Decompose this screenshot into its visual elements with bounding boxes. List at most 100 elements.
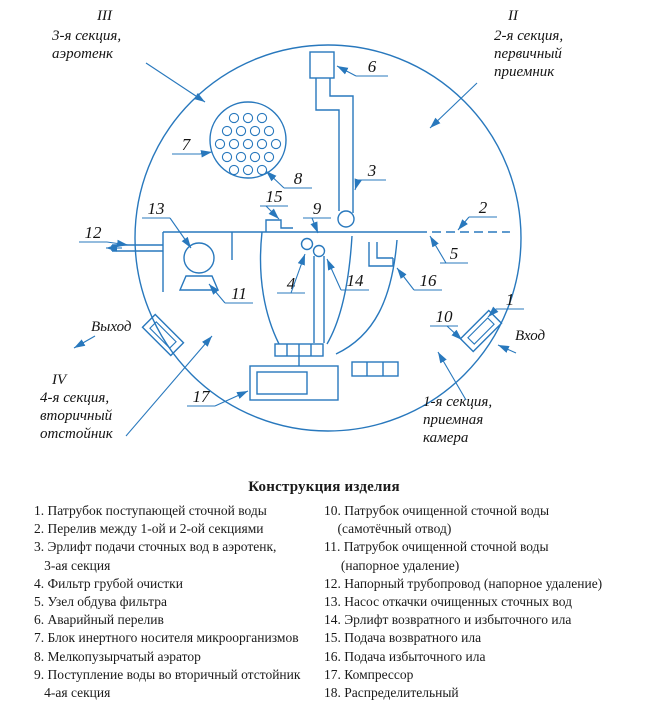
pump-circle	[183, 242, 215, 274]
callout-12: 12	[79, 223, 129, 248]
callout-10-number: 10	[436, 307, 454, 326]
legend-item: 7. Блок инертного носителя микроорганизм…	[34, 630, 299, 646]
callout-14: 14	[326, 258, 369, 291]
callout-6-number: 6	[368, 57, 377, 76]
callout-8-number: 8	[294, 169, 303, 188]
callout-7: 7	[172, 135, 213, 158]
aux-terminal-boxes	[351, 361, 399, 377]
callout-2: 2	[457, 198, 497, 231]
callout-4: 4	[277, 253, 306, 294]
airlift-pipe	[315, 78, 355, 228]
section-ii-line2: первичный	[494, 46, 562, 62]
flow-outlet-label: Выход	[73, 319, 132, 349]
callout-17-number: 17	[193, 387, 212, 406]
callout-15-number: 15	[266, 187, 283, 206]
outlet-port	[141, 313, 185, 357]
product-construction-diagram: 6 7 8 3 15 9 2	[40, 8, 563, 446]
legend-item: 17. Компрессор	[324, 666, 414, 682]
aerator-block	[209, 101, 287, 179]
callout-11-number: 11	[231, 284, 247, 303]
callout-6: 6	[336, 57, 388, 77]
legend-item: 3. Эрлифт подачи сточных вод в аэротенк,	[34, 539, 277, 555]
callout-13: 13	[142, 199, 192, 249]
callout-11: 11	[208, 283, 253, 304]
sludge-airlift-head-circle	[312, 244, 326, 258]
legend-item: 6. Аварийный перелив	[34, 612, 164, 628]
callout-9-number: 9	[313, 199, 322, 218]
callout-15: 15	[260, 187, 288, 220]
outlet-text: Выход	[91, 319, 132, 335]
callout-12-number: 12	[85, 223, 103, 242]
callout-8: 8	[265, 169, 312, 189]
section-iii-line1: 3-я секция,	[51, 28, 121, 44]
legend-column-left: 1. Патрубок поступающей сточной воды 2. …	[34, 502, 324, 702]
section-iv-line1: 4-я секция,	[40, 390, 109, 406]
legend-item: 4. Фильтр грубой очистки	[34, 575, 183, 591]
section-label-iii: III 3-я секция, аэротенк	[51, 8, 206, 103]
inlet-port	[459, 309, 503, 353]
section-i-line2: приемная	[423, 412, 483, 428]
legend-item: 4-ая секция	[34, 685, 111, 701]
legend-item: 3-ая секция	[34, 557, 111, 573]
diagram-title: Конструкция изделия	[248, 479, 400, 495]
section-iii-line2: аэротенк	[52, 46, 114, 62]
legend-column-right: 10. Патрубок очищенной сточной воды (сам…	[324, 502, 646, 702]
callout-16: 16	[396, 267, 442, 291]
section-ii-numeral: II	[507, 8, 519, 24]
callout-4-number: 4	[287, 274, 296, 293]
legend-item: 1. Патрубок поступающей сточной воды	[34, 503, 267, 518]
callout-1: 1	[487, 290, 524, 318]
callout-16-number: 16	[420, 271, 438, 290]
legend-item: 16. Подача избыточного ила	[324, 648, 486, 664]
clarifier-cone	[259, 231, 353, 345]
legend: 1. Патрубок поступающей сточной воды 2. …	[0, 496, 648, 702]
legend-item: 12. Напорный трубопровод (напорное удале…	[324, 575, 603, 591]
callout-17: 17	[187, 387, 249, 407]
legend-item: 18. Распределительный	[324, 685, 459, 701]
legend-item: 2. Перелив между 1-ой и 2-ой секциями	[34, 521, 264, 537]
pump-chamber	[162, 232, 233, 292]
compressor-box	[249, 365, 339, 401]
section-label-ii: II 2-я секция, первичный приемник	[429, 8, 563, 129]
section-ii-line3: приемник	[494, 64, 555, 80]
callout-2-number: 2	[479, 198, 488, 217]
callout-5: 5	[429, 235, 468, 264]
section-i-line1: 1-я секция,	[423, 394, 492, 410]
emergency-overflow-box	[309, 51, 335, 79]
callout-1-number: 1	[506, 290, 515, 309]
section-i-line3: камера	[423, 430, 468, 446]
callout-10: 10	[430, 307, 463, 341]
section-label-iv: IV 4-я секция, вторичный отстойник	[40, 335, 213, 442]
section-label-i: 1-я секция, приемная камера	[423, 351, 492, 446]
callout-14-number: 14	[347, 271, 365, 290]
filter-head-circle	[300, 237, 314, 251]
return-sludge-step	[265, 219, 293, 232]
callout-3-number: 3	[367, 161, 377, 180]
legend-item: 8. Мелкопузырчатый аэратор	[34, 648, 201, 664]
distributor-row	[274, 343, 324, 366]
section-iv-numeral: IV	[51, 372, 68, 388]
legend-item: (самотёчный отвод)	[324, 521, 452, 537]
excess-sludge-outlet	[368, 242, 394, 267]
legend-item: 10. Патрубок очищенной сточной воды	[324, 503, 550, 518]
callout-7-number: 7	[182, 135, 192, 154]
legend-item: 11. Патрубок очищенной сточной воды	[324, 539, 549, 555]
legend-item: 9. Поступление воды во вторичный отстойн…	[34, 666, 301, 682]
section-iv-line2: вторичный	[40, 408, 113, 424]
inlet-text: Вход	[515, 328, 546, 344]
legend-item: 5. Узел обдува фильтра	[34, 594, 167, 610]
airlift-foot-circle	[337, 210, 355, 228]
callout-3: 3	[354, 161, 386, 191]
section-ii-line1: 2-я секция,	[494, 28, 563, 44]
flow-inlet-label: Вход	[497, 328, 546, 354]
callout-9: 9	[303, 199, 331, 234]
legend-item: 14. Эрлифт возвратного и избыточного ила	[324, 612, 572, 628]
legend-item: 13. Насос откачки очищенных сточных вод	[324, 594, 572, 610]
section-divider-arc	[335, 239, 398, 355]
section-iii-numeral: III	[96, 8, 113, 24]
legend-item: 15. Подача возвратного ила	[324, 630, 482, 646]
callout-5-number: 5	[450, 244, 459, 263]
section-iv-line3: отстойник	[40, 426, 114, 442]
callout-13-number: 13	[148, 199, 165, 218]
